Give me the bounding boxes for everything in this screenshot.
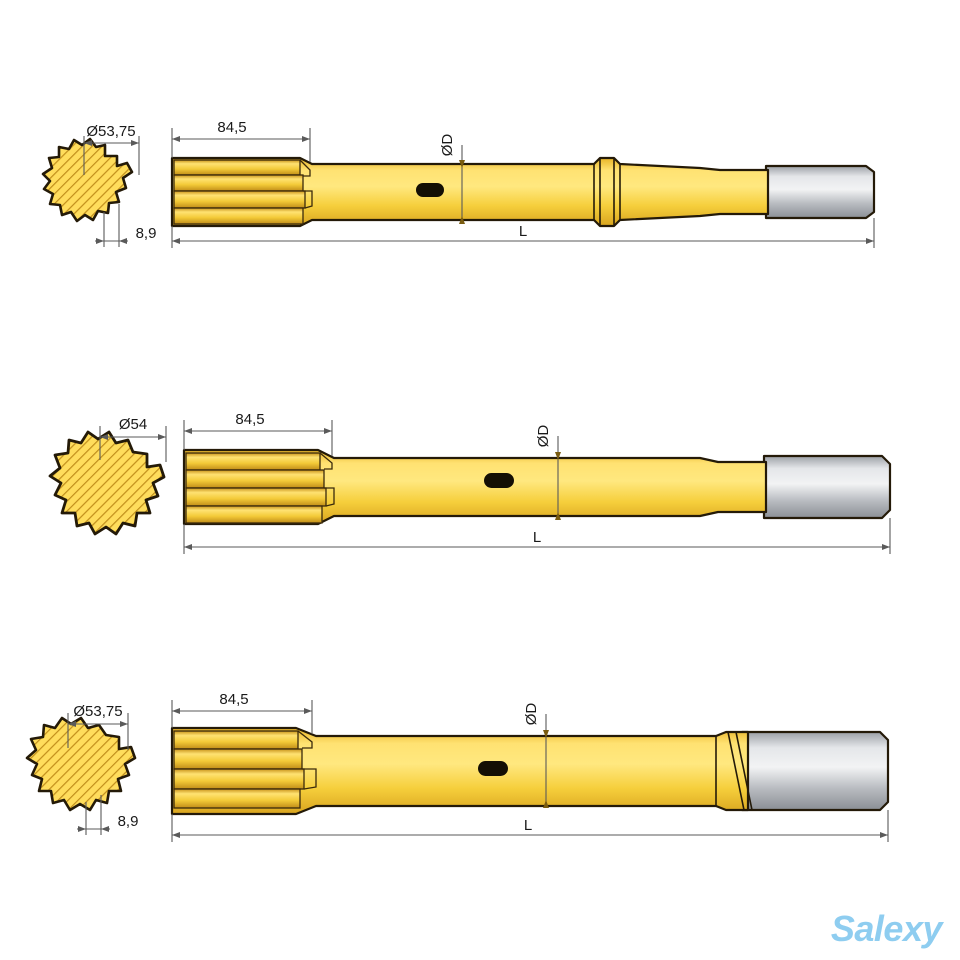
section-diameter-label-2: Ø54 [119,416,147,433]
section-diameter-dimension-3 [67,713,129,750]
shaft-diameter-dimension-3 [543,714,549,808]
section-diameter-label-1: Ø53,75 [86,123,135,140]
shank-body-1 [170,156,876,228]
main-shaft-1 [170,156,770,228]
tooth-width-label-1: 8,9 [136,225,157,242]
section-diameter-label-3: Ø53,75 [73,703,122,720]
drawing-shank-2: Ø54 ØD [0,310,960,610]
shank-body-3 [170,726,890,816]
overall-length-dimension-3 [171,810,889,842]
section-diameter-dimension-1 [83,136,140,175]
overall-length-label-2: L [533,529,541,546]
shaft-diameter-label-2: ØD [535,425,552,448]
flush-hole-3 [478,761,508,776]
flush-hole-2 [484,473,514,488]
cross-section-1 [41,137,134,223]
spline-ridges-1 [173,159,313,225]
cross-section-2 [48,430,166,536]
section-diameter-dimension-2 [99,426,167,462]
overall-length-dimension-1 [171,218,875,248]
flush-hole-1 [416,183,444,197]
main-shaft-3 [170,726,750,816]
shaft-diameter-dimension-2 [555,436,561,520]
steel-tip-1 [764,164,876,220]
tooth-width-label-3: 8,9 [118,813,139,830]
mid-groove-1 [593,158,621,226]
steel-tip-2 [762,454,892,520]
thread-marks-3 [715,731,753,811]
spline-length-dimension-1 [171,128,311,162]
steel-tip-3 [740,730,890,812]
spline-profile-icon [41,137,134,223]
spline-profile-icon [48,430,166,536]
spline-length-label-2: 84,5 [235,411,264,428]
shank-body-2 [182,448,892,526]
overall-length-label-3: L [524,817,532,834]
spline-length-dimension-3 [171,700,313,734]
cross-section-3 [25,716,137,812]
spline-length-dimension-2 [183,420,333,456]
overall-length-label-1: L [519,223,527,240]
overall-length-dimension-2 [183,518,891,554]
spline-profile-icon [25,716,137,812]
tooth-width-dimension-1 [95,204,128,247]
drawing-shank-1: Ø53,75 8,9 [0,0,960,300]
watermark: Salexy [830,908,943,949]
shaft-diameter-label-1: ØD [439,134,456,157]
spline-ridges-2 [185,452,335,524]
shaft-diameter-dimension-1 [459,145,465,224]
drawing-shank-3: Ø53,75 8,9 [0,620,960,920]
tooth-width-dimension-3 [77,795,110,835]
spline-length-label-3: 84,5 [219,691,248,708]
shaft-diameter-label-3: ØD [523,703,540,726]
spline-ridges-3 [173,730,317,809]
spline-length-label-1: 84,5 [217,119,246,136]
